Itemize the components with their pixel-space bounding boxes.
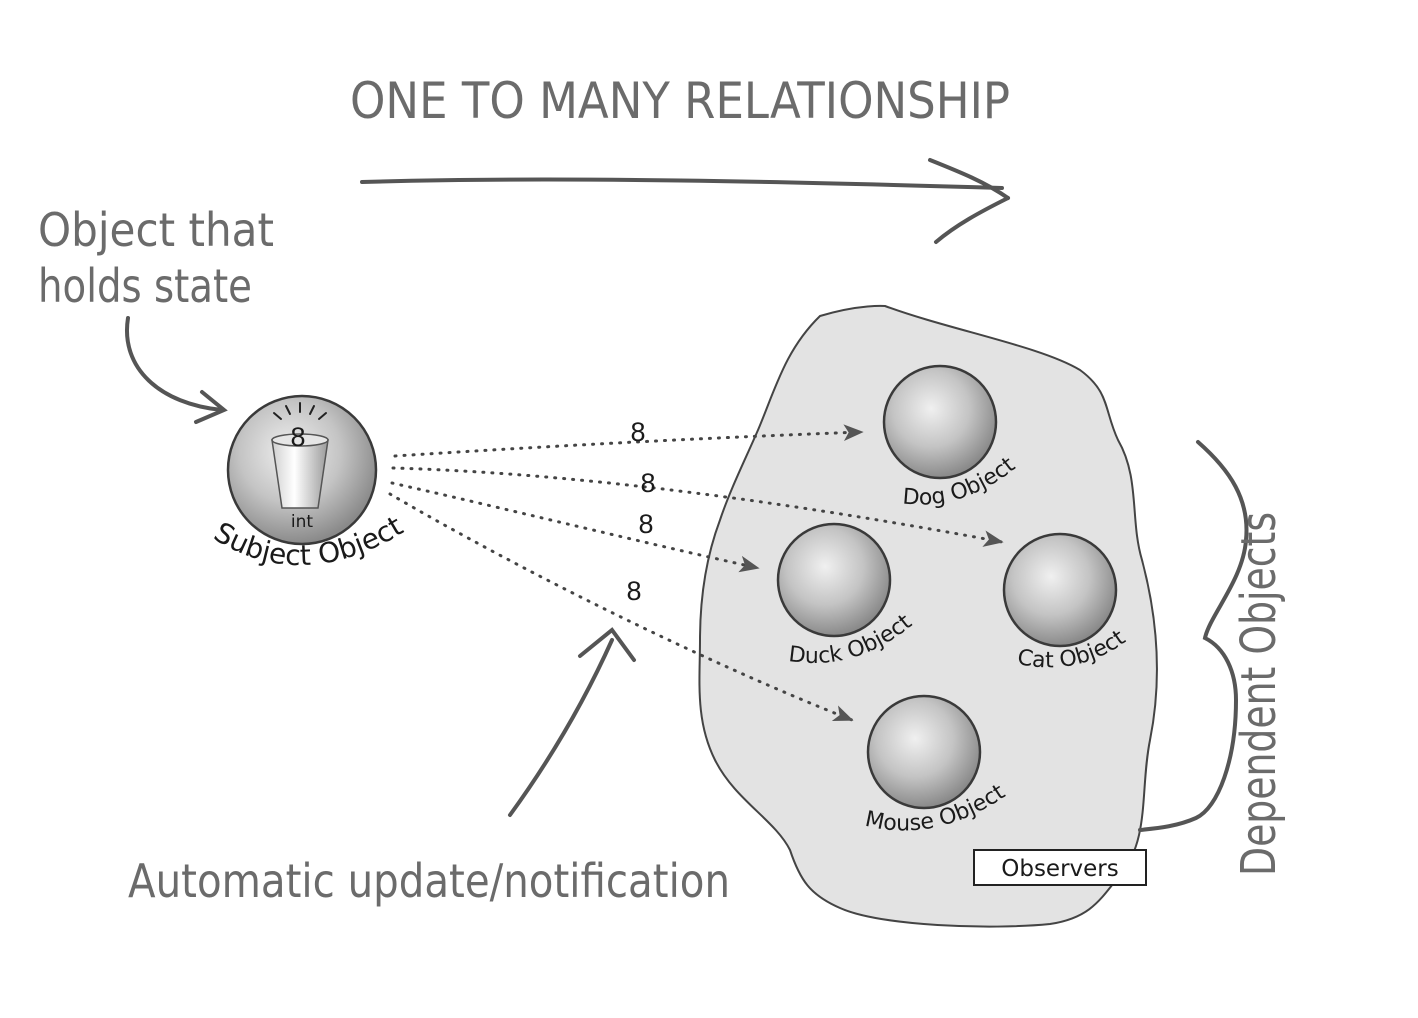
update-arrow [508, 627, 636, 817]
notify-arrow-cat [391, 466, 1004, 547]
notification-value-4: 8 [626, 576, 641, 606]
cat-object: Cat Object [1002, 532, 1130, 673]
notification-value-2: 8 [640, 468, 655, 498]
dog-sphere [882, 364, 998, 480]
subject-type: int [291, 512, 313, 532]
subject-object: 8 int [226, 394, 378, 546]
notification-arrows [388, 424, 1004, 722]
notification-value-3: 8 [638, 509, 653, 539]
update-label: Automatic update/notification [128, 854, 730, 908]
relationship-arrow [360, 158, 1010, 244]
mouse-sphere [866, 694, 982, 810]
subject-value: 8 [290, 422, 305, 452]
glow-icon [273, 402, 327, 420]
subject-annotation-line2: holds state [38, 259, 252, 313]
notification-value-1: 8 [630, 417, 645, 447]
duck-sphere [776, 522, 892, 638]
notify-arrow-dog [393, 424, 864, 458]
subject-annotation-line1: Object that [38, 203, 274, 257]
dependent-objects-label: Dependent Objects [1231, 512, 1287, 876]
observers-blob [698, 304, 1158, 928]
cat-sphere [1002, 532, 1118, 648]
notify-arrow-mouse [388, 492, 854, 722]
cup-icon [271, 433, 329, 509]
subject-annotation-arrow [124, 316, 228, 424]
observers-box [973, 849, 1147, 886]
dependent-brace [1138, 440, 1249, 832]
diagram-title: ONE TO MANY RELATIONSHIP [350, 72, 1010, 130]
observers-box-label: Observers [1001, 856, 1119, 882]
